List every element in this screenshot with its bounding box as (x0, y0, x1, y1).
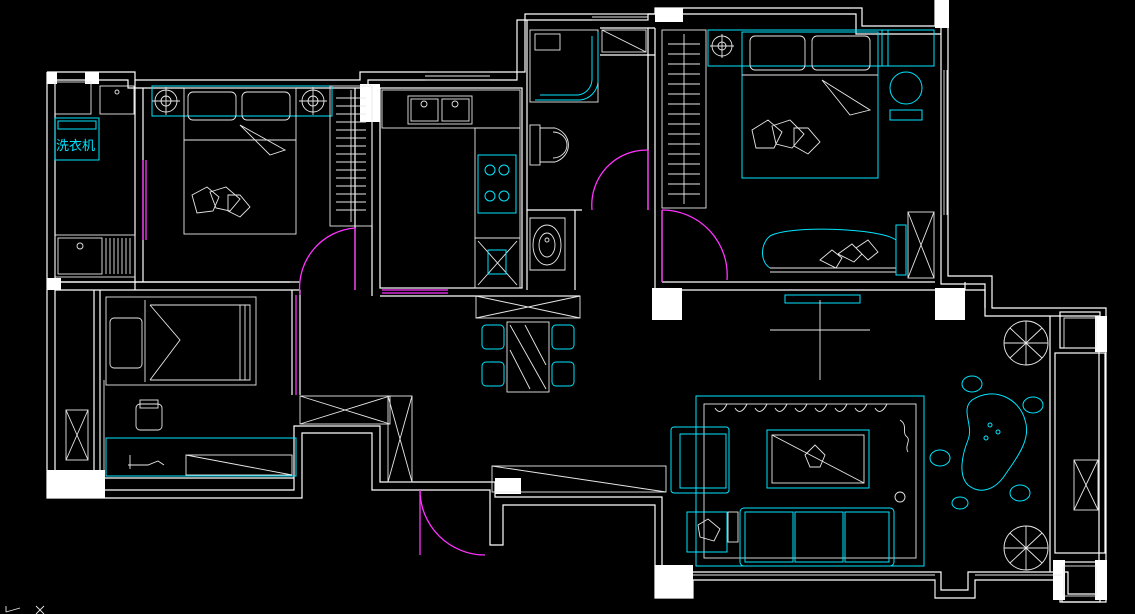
dining-chair-1 (481, 324, 505, 350)
door-entrance (419, 489, 486, 556)
ucs-axis-icon (5, 605, 45, 614)
shower-enclosure (535, 32, 599, 101)
door-bedroom1 (298, 227, 356, 296)
entrance (299, 395, 667, 493)
sofa (739, 507, 895, 567)
side-table (686, 511, 728, 553)
balcony (929, 317, 1099, 597)
round-table-master (889, 71, 923, 105)
washbasin (529, 217, 566, 271)
balcony-stool-5 (951, 496, 969, 510)
tv-cabinet-master (784, 294, 861, 304)
kitchen (381, 89, 521, 289)
exterior-walls (46, 0, 1107, 603)
dining-chair-2 (481, 361, 505, 387)
living-room (670, 300, 925, 567)
balcony-stool-1 (961, 375, 983, 393)
dining-area (475, 295, 581, 393)
study-desk (105, 437, 297, 477)
study-chair (135, 403, 163, 431)
master-bedroom (661, 29, 935, 304)
bed-1 (183, 87, 297, 235)
balcony-table (961, 393, 1027, 491)
wardrobe-1 (329, 85, 373, 227)
door-master-bedroom (661, 209, 728, 281)
area-rug (695, 395, 925, 567)
washing-machine (54, 117, 100, 161)
bed-3 (105, 296, 257, 386)
bedroom-1 (151, 85, 373, 235)
balcony-stool-2 (1022, 396, 1044, 414)
master-bed (741, 31, 879, 179)
dining-chair-3 (551, 324, 575, 350)
washer-label: 洗衣机 (56, 138, 95, 154)
doors (142, 149, 728, 556)
utility-sink (54, 234, 136, 278)
wardrobe-master (661, 29, 707, 209)
study-bedroom (65, 296, 297, 477)
laundry-area: 洗衣机 (54, 81, 136, 278)
balcony-stool-3 (929, 449, 951, 467)
windows (99, 13, 1062, 598)
chaise-lounge (762, 228, 897, 269)
door-bathroom (591, 149, 649, 211)
dining-table (506, 321, 550, 393)
armchair (670, 426, 730, 494)
gas-stove (477, 154, 517, 214)
toilet (539, 127, 569, 163)
coffee-table (766, 429, 870, 489)
bathroom (529, 29, 647, 271)
kitchen-sink (407, 95, 473, 125)
balcony-stool-4 (1009, 484, 1031, 502)
dining-chair-4 (551, 361, 575, 387)
